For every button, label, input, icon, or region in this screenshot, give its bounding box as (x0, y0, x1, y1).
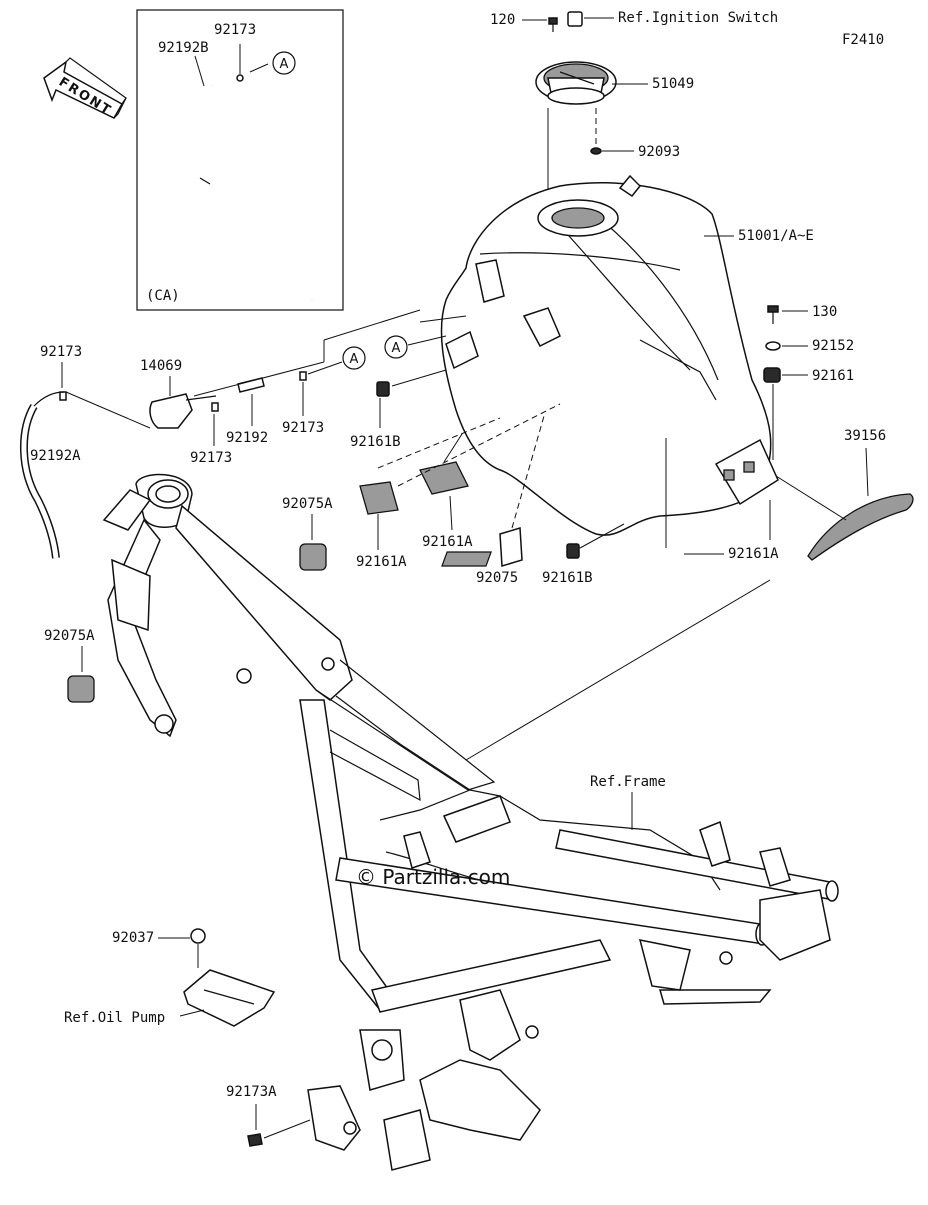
label-92075a-top: 92075A (282, 496, 333, 512)
callout-circle-a-tank (384, 335, 408, 359)
label-92037: 92037 (112, 930, 154, 946)
clip-92173a: 92173A (226, 1084, 311, 1147)
label-92075: 92075 (476, 570, 518, 586)
label-92152: 92152 (812, 338, 854, 354)
hose-inset-box: (CA) A 92173 92192B (136, 9, 344, 311)
label-39156: 39156 (844, 428, 886, 444)
label-92161b-right: 92161B (542, 570, 593, 586)
label-92161a-right: 92161A (728, 546, 779, 562)
label-92161a-left: 92161A (356, 554, 407, 570)
label-92075a-left: 92075A (44, 628, 95, 644)
front-arrow-icon: FRONT (43, 57, 127, 119)
figure-code: F2410 (842, 32, 884, 48)
svg-text:A: A (392, 341, 401, 356)
label-120: 120 (490, 12, 515, 28)
tank-pads: 92161B 92075 92161A 92161A 92161B (350, 369, 625, 586)
label-92192: 92192 (226, 430, 268, 446)
label-92173a: 92173A (226, 1084, 277, 1100)
label-ref-oil-pump: Ref.Oil Pump (64, 1010, 165, 1026)
label-92093: 92093 (638, 144, 680, 160)
label-ref-frame: Ref.Frame (590, 774, 666, 790)
label-92173-mid1: 92173 (190, 450, 232, 466)
label-14069: 14069 (140, 358, 182, 374)
svg-text:A: A (280, 57, 289, 72)
label-92161a-mid: 92161A (422, 534, 473, 550)
label-92173-box: 92173 (214, 22, 256, 38)
label-92192b: 92192B (158, 40, 209, 56)
label-92161b-left: 92161B (350, 434, 401, 450)
fuel-cap-assembly: 120 Ref.Ignition Switch 51049 92093 (490, 10, 778, 200)
label-130: 130 (812, 304, 837, 320)
frame: Ref.Frame (102, 473, 839, 1171)
svg-text:A: A (350, 352, 359, 367)
label-51001: 51001/A~E (738, 228, 814, 244)
label-ref-ignition-switch: Ref.Ignition Switch (618, 10, 778, 26)
label-92192a: 92192A (30, 448, 81, 464)
callout-circle-a-box (272, 51, 296, 75)
label-92173-mid2: 92173 (282, 420, 324, 436)
label-51049: 51049 (652, 76, 694, 92)
label-92173-left: 92173 (40, 344, 82, 360)
rear-mount-hardware: 130 92152 92161 39156 92161A (441, 304, 914, 567)
label-92161: 92161 (812, 368, 854, 384)
callout-circle-a-hose (342, 346, 366, 370)
fuel-tank: 51001/A~E A (384, 174, 814, 536)
oil-pump-bracket: 92037 Ref.Oil Pump (64, 928, 276, 1027)
vent-hose-assembly: 92173 92192A 14069 92173 92192 92173 A (19, 309, 421, 559)
watermark: © Partzilla.com (356, 865, 510, 889)
dampers-92075a: 92075A 92075A (44, 496, 333, 703)
hose-box-label: (CA) (146, 288, 180, 304)
